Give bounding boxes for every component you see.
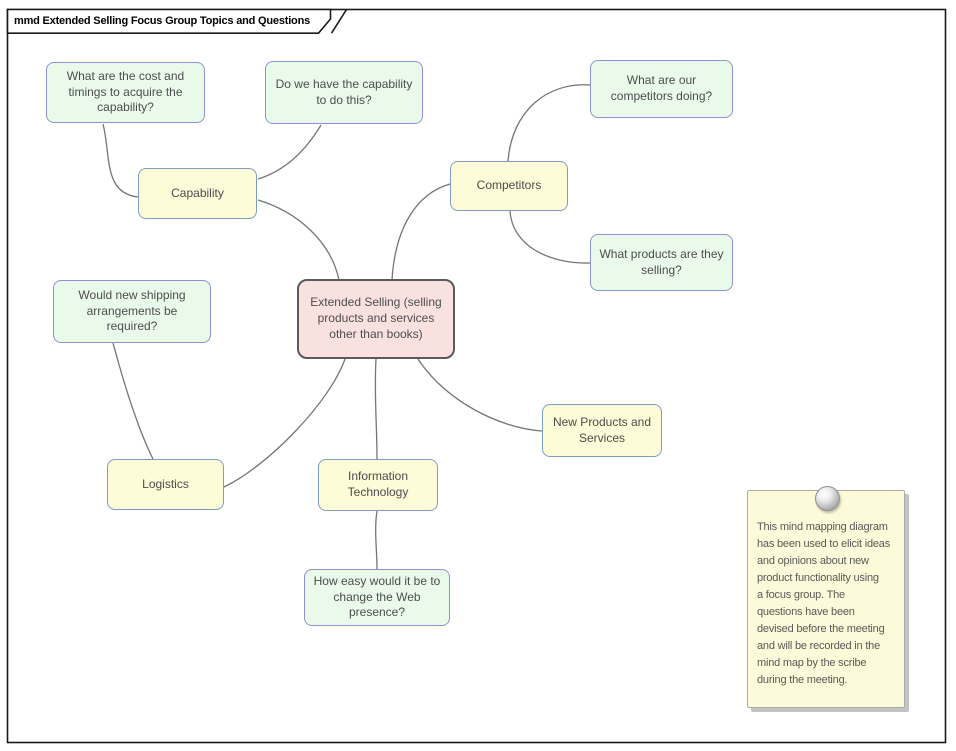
connector-it-webpresence [375,510,378,570]
connector-competitors-doing [507,84,591,162]
connector-central-newproducts [417,358,543,432]
question-cost-timings[interactable]: What are the cost and timings to acquire… [46,62,205,123]
question-competitors-doing[interactable]: What are our competitors doing? [590,60,733,118]
connector-central-competitors [391,183,451,281]
question-have-capability[interactable]: Do we have the capability to do this? [265,61,423,124]
frame-tab-slash [330,9,348,34]
topic-competitors[interactable]: Competitors [450,161,568,211]
connector-central-logistics [223,358,346,488]
topic-new-products-services[interactable]: New Products and Services [542,404,662,457]
connector-competitors-selling [509,210,591,264]
topic-information-technology[interactable]: Information Technology [318,459,438,511]
diagram-frame-border [6,8,947,744]
question-new-shipping[interactable]: Would new shipping arrangements be requi… [53,280,211,343]
topic-logistics[interactable]: Logistics [107,459,224,510]
frame-title: mmd Extended Selling Focus Group Topics … [14,15,311,27]
note[interactable]: This mind mapping diagram has been used … [747,486,905,708]
connector-cost-capability [102,123,139,198]
question-web-presence[interactable]: How easy would it be to change the Web p… [304,569,450,626]
topic-capability[interactable]: Capability [138,168,257,219]
connector-capability-central [257,199,340,281]
note-text: This mind mapping diagram has been used … [757,521,891,686]
connector-shipping-logistics [112,342,154,460]
connector-havecapability-capability [257,124,322,180]
pin-icon [815,486,840,511]
connector-central-it [374,358,378,460]
frame-tab [6,8,332,34]
question-products-selling[interactable]: What products are they selling? [590,234,733,291]
central-topic-extended-selling[interactable]: Extended Selling (selling products and s… [297,279,455,359]
